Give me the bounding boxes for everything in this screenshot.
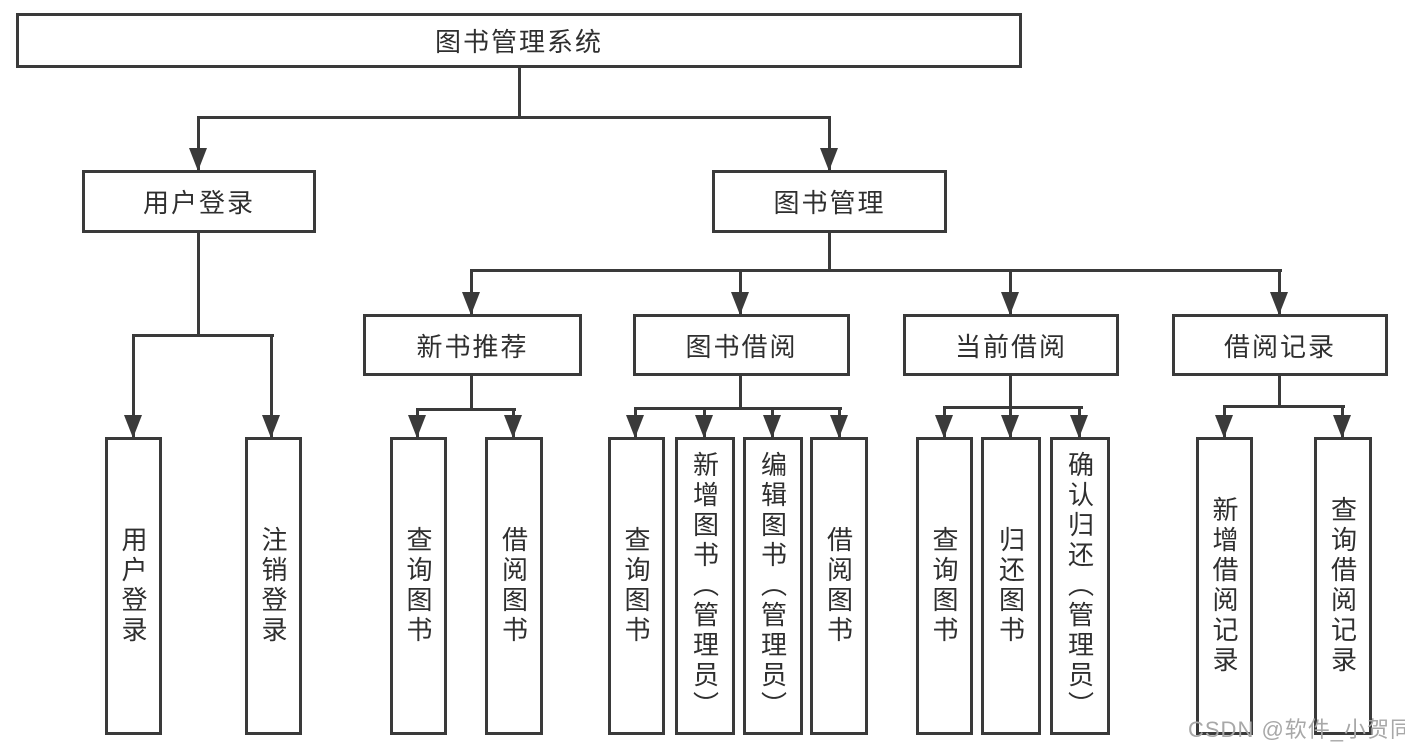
leaf-add-borrow-record: 新增借阅记录 [1196, 437, 1253, 735]
leaf-edit-books-admin: 编辑图书（管理员） [743, 437, 803, 735]
node-label: 图书管理 [773, 188, 886, 218]
leaf-logout: 注销登录 [245, 437, 302, 735]
node-label: 归还图书 [995, 526, 1026, 646]
leaf-return-books: 归还图书 [981, 437, 1041, 735]
leaf-query-books-recommend: 查询图书 [390, 437, 447, 735]
node-library-system: 图书管理系统 [16, 13, 1022, 68]
arrow-down-icon [462, 271, 480, 315]
connector-line [828, 233, 831, 271]
connector-line [470, 376, 473, 410]
connector-line [416, 408, 516, 411]
node-label: 编辑图书（管理员） [757, 451, 788, 721]
connector-line [470, 269, 1282, 272]
node-new-book-recommend: 新书推荐 [363, 314, 582, 376]
leaf-borrow-books-recommend: 借阅图书 [485, 437, 543, 735]
connector-line [943, 406, 1083, 409]
watermark: CSDN @软件_小贺同学 [1188, 717, 1405, 742]
connector-line [739, 376, 742, 409]
arrow-down-icon [830, 409, 848, 438]
arrow-down-icon [763, 409, 781, 438]
connector-line [634, 407, 842, 410]
node-label: 查询借阅记录 [1327, 496, 1358, 676]
node-label: 注销登录 [258, 526, 288, 646]
node-label: 当前借阅 [954, 331, 1067, 362]
arrow-down-icon [262, 336, 280, 438]
arrow-down-icon [1001, 271, 1019, 315]
connector-line [518, 68, 521, 118]
node-label: 新书推荐 [416, 331, 529, 362]
leaf-query-borrow-record: 查询借阅记录 [1314, 437, 1372, 735]
arrow-down-icon [189, 118, 207, 171]
node-borrow-records: 借阅记录 [1172, 314, 1388, 376]
node-book-management: 图书管理 [712, 170, 947, 233]
connector-line [1009, 376, 1012, 408]
node-user-login: 用户登录 [82, 170, 316, 233]
connector-line [1278, 376, 1281, 407]
node-label: 图书借阅 [685, 331, 798, 362]
leaf-confirm-return-admin: 确认归还（管理员） [1050, 437, 1110, 735]
node-label: 确认归还（管理员） [1064, 451, 1095, 721]
connector-line [1223, 405, 1345, 408]
connector-line [197, 116, 831, 119]
node-label: 新增图书（管理员） [689, 451, 720, 721]
node-label: 查询图书 [621, 526, 651, 646]
arrow-down-icon [1070, 408, 1088, 438]
arrow-down-icon [408, 410, 426, 438]
arrow-down-icon [504, 410, 522, 438]
node-label: 查询图书 [929, 526, 959, 646]
arrow-down-icon [695, 409, 713, 438]
node-label: 借阅图书 [498, 526, 529, 646]
leaf-query-books-current: 查询图书 [916, 437, 973, 735]
leaf-user-login: 用户登录 [105, 437, 162, 735]
node-book-borrowing: 图书借阅 [633, 314, 850, 376]
arrow-down-icon [626, 409, 644, 438]
arrow-down-icon [935, 408, 953, 438]
leaf-add-books-admin: 新增图书（管理员） [675, 437, 735, 735]
node-label: 用户登录 [118, 526, 148, 646]
node-label: 查询图书 [403, 526, 433, 646]
arrow-down-icon [1215, 407, 1233, 438]
connector-line [197, 233, 200, 336]
node-current-borrowing: 当前借阅 [903, 314, 1119, 376]
arrow-down-icon [1333, 407, 1351, 438]
node-label: 图书管理系统 [434, 27, 603, 57]
arrow-down-icon [731, 271, 749, 315]
arrow-down-icon [1001, 408, 1019, 438]
leaf-borrow-books: 借阅图书 [810, 437, 868, 735]
arrow-down-icon [1270, 271, 1288, 315]
node-label: 用户登录 [142, 188, 255, 218]
leaf-query-books-borrowing: 查询图书 [608, 437, 665, 735]
connector-line [132, 334, 274, 337]
node-label: 新增借阅记录 [1209, 496, 1239, 676]
arrow-down-icon [124, 336, 142, 438]
node-label: 借阅图书 [823, 526, 854, 646]
node-label: 借阅记录 [1223, 331, 1336, 362]
arrow-down-icon [820, 118, 838, 171]
